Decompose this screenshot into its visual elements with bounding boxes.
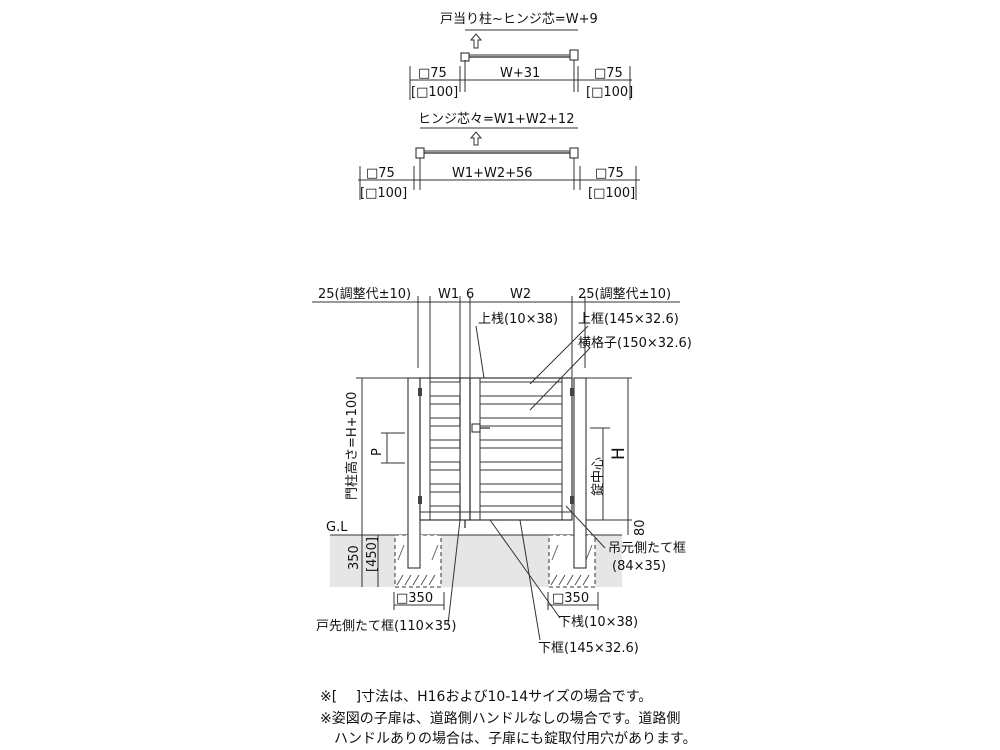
elev-post-height: 門柱高さ=H+100 <box>344 392 360 500</box>
plan-single-title: 戸当り柱~ヒンジ芯=W+9 <box>440 12 598 27</box>
elev-gap: 6 <box>466 287 474 302</box>
plan-single-left-post-alt: [□100] <box>411 85 458 100</box>
plan-double: ヒンジ芯々=W1+W2+12 W1+W2+56 □75 [□100] □75 [… <box>358 112 640 201</box>
elev-upper-rail: 上桟(10×38) <box>478 312 558 327</box>
plan-double-left-post-alt: [□100] <box>360 186 407 201</box>
elev-hinge-frame-size: (84×35) <box>612 559 666 574</box>
note-line-1: ※[ ]寸法は、H16および10-14サイズの場合です。 <box>320 689 653 705</box>
elev-top-right-adjust: 25(調整代±10) <box>578 287 671 302</box>
elev-hinge-frame: 吊元側たて框 <box>608 541 686 556</box>
elev-w1: W1 <box>438 287 459 302</box>
elev-footing-left: □350 <box>396 591 433 606</box>
elev-footing-right: □350 <box>552 591 589 606</box>
plan-double-center: W1+W2+56 <box>452 166 533 181</box>
plan-double-title: ヒンジ芯々=W1+W2+12 <box>418 112 574 127</box>
plan-single-right-post: □75 <box>594 66 623 81</box>
plan-double-right-post: □75 <box>595 166 624 181</box>
elev-w2: W2 <box>510 287 531 302</box>
plan-single-center: W+31 <box>500 66 540 81</box>
plan-single-left-post: □75 <box>418 66 447 81</box>
elevation-view: 25(調整代±10) W1 6 W2 25(調整代±10) G.L <box>312 287 692 656</box>
plan-double-right-post-alt: [□100] <box>588 186 635 201</box>
plan-single-right-post-alt: [□100] <box>586 85 633 100</box>
elev-depth-alt: [450] <box>365 537 380 572</box>
note-line-3: ハンドルありの場合は、子扉にも錠取付用穴があります。 <box>334 731 697 747</box>
note-line-2: ※姿図の子扉は、道路側ハンドルなしの場合です。道路側 <box>320 711 681 727</box>
elev-h: H <box>609 447 629 460</box>
elev-lower-rail: 下桟(10×38) <box>558 615 638 630</box>
plan-single: 戸当り柱~ヒンジ芯=W+9 W+31 □75 [□100] □75 [□100] <box>409 12 633 100</box>
elev-horizontal-slat: 横格子(150×32.6) <box>578 335 692 351</box>
elev-bottom-gap: 80 <box>633 519 648 536</box>
plan-double-left-post: □75 <box>366 166 395 181</box>
elev-lock-center: 錠中心 <box>591 457 606 496</box>
elev-top-left-adjust: 25(調整代±10) <box>318 287 411 302</box>
elev-upper-frame: 上框(145×32.6) <box>578 312 679 327</box>
elev-depth: 350 <box>347 545 362 570</box>
elev-latch-frame: 戸先側たて框(110×35) <box>316 619 456 634</box>
elev-p: P <box>370 448 385 456</box>
elev-gl: G.L <box>326 520 348 535</box>
elev-lower-frame: 下框(145×32.6) <box>538 641 639 656</box>
